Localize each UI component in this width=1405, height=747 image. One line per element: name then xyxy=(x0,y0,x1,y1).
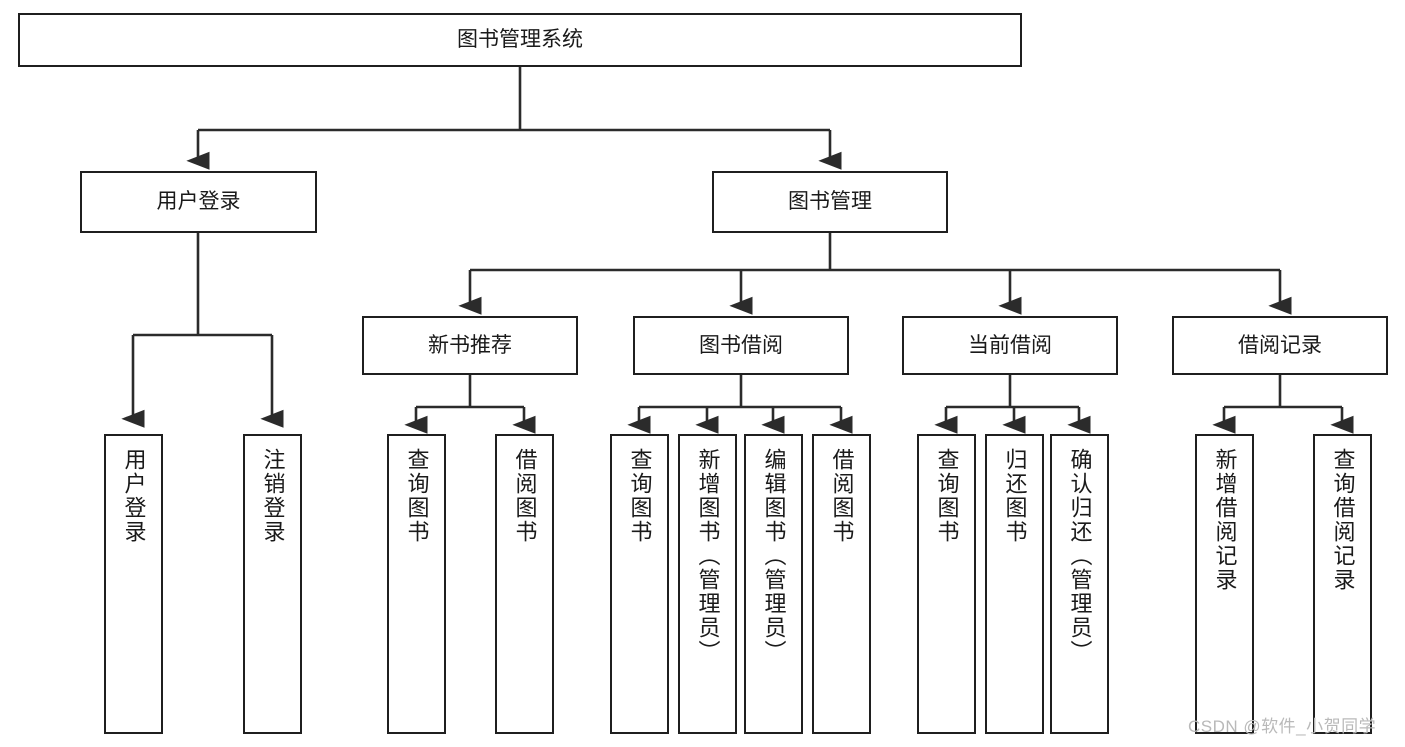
leaf-label: 归还图书 xyxy=(1002,448,1028,544)
leaf-current-borrow-confirm-return[interactable]: 确认归还（管理员） xyxy=(1050,434,1109,734)
leaf-current-borrow-query[interactable]: 查询图书 xyxy=(917,434,976,734)
leaf-label: 查询图书 xyxy=(404,448,430,544)
leaf-label: 新增借阅记录 xyxy=(1212,448,1238,592)
node-borrow-record[interactable]: 借阅记录 xyxy=(1172,316,1388,375)
leaf-label: 借阅图书 xyxy=(829,448,855,544)
leaf-label: 查询图书 xyxy=(934,448,960,544)
leaf-book-borrow-query[interactable]: 查询图书 xyxy=(610,434,669,734)
leaf-label: 查询图书 xyxy=(627,448,653,544)
leaf-new-book-query[interactable]: 查询图书 xyxy=(387,434,446,734)
leaf-book-borrow-add[interactable]: 新增图书（管理员） xyxy=(678,434,737,734)
node-book-borrow[interactable]: 图书借阅 xyxy=(633,316,849,375)
node-user-login[interactable]: 用户登录 xyxy=(80,171,317,233)
leaf-borrow-record-query[interactable]: 查询借阅记录 xyxy=(1313,434,1372,734)
leaf-current-borrow-return[interactable]: 归还图书 xyxy=(985,434,1044,734)
node-book-management[interactable]: 图书管理 xyxy=(712,171,948,233)
leaf-label: 新增图书（管理员） xyxy=(695,448,721,664)
node-user-login-label: 用户登录 xyxy=(156,190,241,214)
node-root[interactable]: 图书管理系统 xyxy=(18,13,1022,67)
node-new-book-recommend[interactable]: 新书推荐 xyxy=(362,316,578,375)
node-root-label: 图书管理系统 xyxy=(457,28,583,52)
node-current-borrow[interactable]: 当前借阅 xyxy=(902,316,1118,375)
leaf-label: 查询借阅记录 xyxy=(1330,448,1356,592)
leaf-label: 编辑图书（管理员） xyxy=(761,448,787,664)
leaf-book-borrow-edit[interactable]: 编辑图书（管理员） xyxy=(744,434,803,734)
leaf-label: 用户登录 xyxy=(121,448,147,544)
node-book-borrow-label: 图书借阅 xyxy=(699,333,783,357)
node-current-borrow-label: 当前借阅 xyxy=(968,333,1052,357)
leaf-label: 注销登录 xyxy=(260,448,286,544)
leaf-user-login-signout[interactable]: 注销登录 xyxy=(243,434,302,734)
leaf-book-borrow-borrow[interactable]: 借阅图书 xyxy=(812,434,871,734)
leaf-label: 借阅图书 xyxy=(512,448,538,544)
node-new-book-recommend-label: 新书推荐 xyxy=(428,333,512,357)
node-borrow-record-label: 借阅记录 xyxy=(1238,333,1322,357)
leaf-label: 确认归还（管理员） xyxy=(1067,448,1093,664)
leaf-new-book-borrow[interactable]: 借阅图书 xyxy=(495,434,554,734)
leaf-user-login-signin[interactable]: 用户登录 xyxy=(104,434,163,734)
node-book-management-label: 图书管理 xyxy=(788,190,872,214)
leaf-borrow-record-add[interactable]: 新增借阅记录 xyxy=(1195,434,1254,734)
